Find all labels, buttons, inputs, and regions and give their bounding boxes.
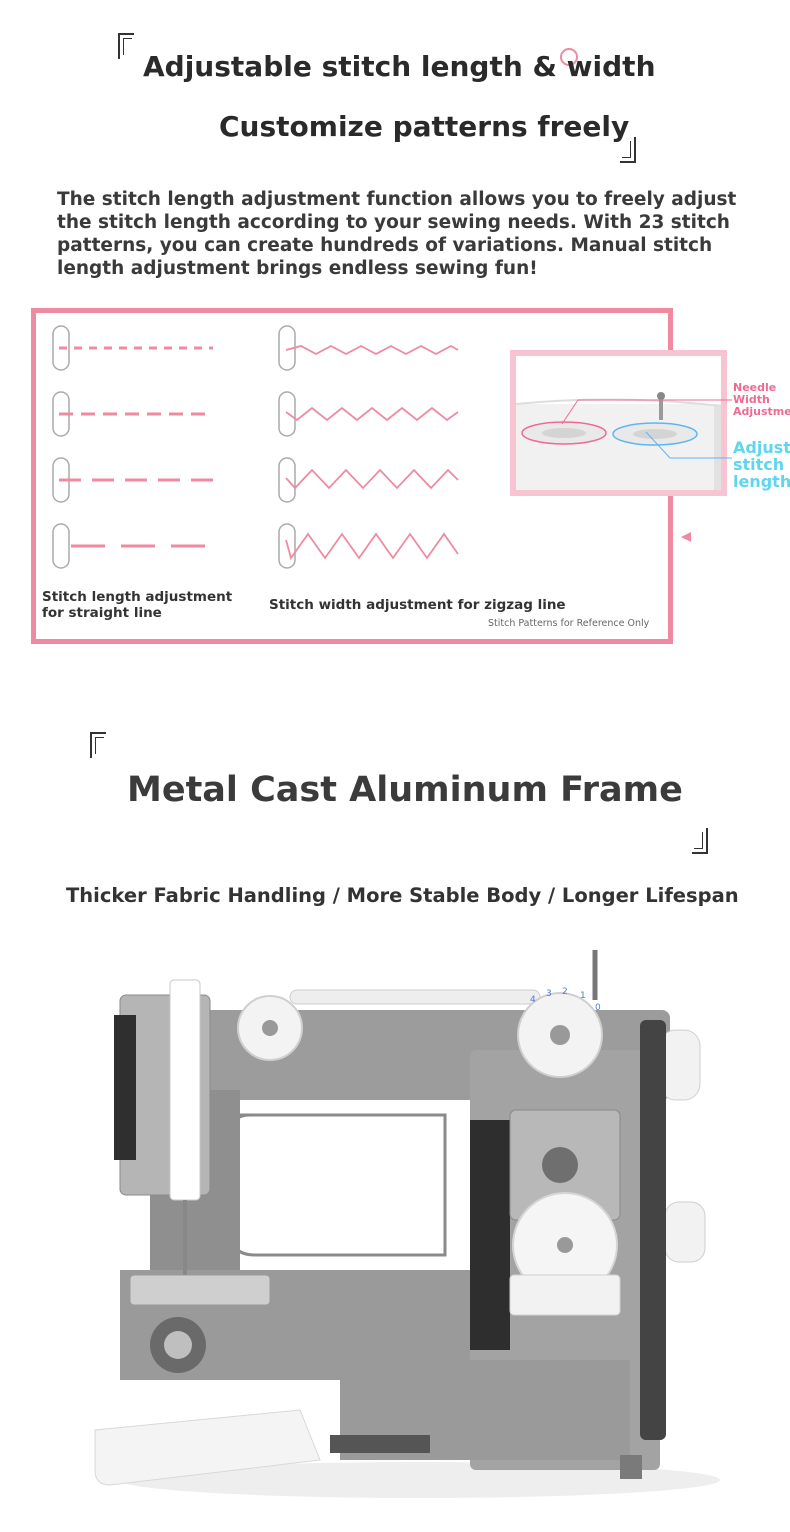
label-line: Needle xyxy=(733,381,777,394)
intro-line: the stitch length according to your sewi… xyxy=(57,212,730,233)
open-corner-bracket-icon xyxy=(118,33,134,59)
intro-paragraph: The stitch length adjustment function al… xyxy=(57,188,747,280)
section1-heading-line2: Customize patterns freely xyxy=(219,110,630,143)
section1-heading-line1: Adjustable stitch length & width xyxy=(143,50,656,83)
open-corner-bracket-icon xyxy=(90,732,106,758)
pink-triangle-icon xyxy=(681,532,691,542)
sewing-machine-frame-image: 4 3 2 1 0 xyxy=(94,950,720,1498)
label-line: Adjustmen xyxy=(733,405,790,418)
stitch-marker-icon xyxy=(278,457,296,503)
label-line: length xyxy=(733,472,790,491)
stitch-patterns-graphic xyxy=(52,325,459,569)
stitch-marker-icon xyxy=(278,391,296,437)
close-corner-bracket-icon xyxy=(620,137,636,163)
stitch-marker-icon xyxy=(52,325,70,371)
close-corner-bracket-icon xyxy=(692,828,708,854)
section2-subheading: Thicker Fabric Handling / More Stable Bo… xyxy=(66,884,739,907)
intro-line: patterns, you can create hundreds of var… xyxy=(57,235,713,256)
dial-number: 2 xyxy=(562,987,568,997)
adjust-length-label: Adjust stitch length xyxy=(733,439,790,490)
reference-note: Stitch Patterns for Reference Only xyxy=(488,618,650,629)
dial-number: 1 xyxy=(580,991,586,1001)
dial-closeup-inset xyxy=(510,350,727,496)
caption-line: Stitch length adjustment xyxy=(42,589,233,605)
stitch-marker-icon xyxy=(52,523,70,569)
intro-line: The stitch length adjustment function al… xyxy=(57,189,737,210)
inset-pointer-lines xyxy=(561,399,732,459)
section2-heading: Metal Cast Aluminum Frame xyxy=(127,770,683,810)
label-line: Width xyxy=(733,393,770,406)
label-line: stitch xyxy=(733,455,785,474)
straight-caption: Stitch length adjustment for straight li… xyxy=(42,589,232,621)
zigzag-caption: Stitch width adjustment for zigzag line xyxy=(269,597,566,613)
needle-width-label: Needle Width Adjustmen xyxy=(733,382,790,418)
zigzag-stitch-line xyxy=(285,406,459,422)
zigzag-stitch-line xyxy=(285,344,459,356)
dial-number: 4 xyxy=(530,995,536,1005)
dial-number: 0 xyxy=(595,1003,601,1013)
label-line: Adjust xyxy=(733,438,790,457)
stitch-marker-icon xyxy=(278,523,296,569)
zigzag-stitch-line xyxy=(285,532,459,561)
dial-number: 3 xyxy=(546,989,552,999)
zigzag-stitch-line xyxy=(285,468,459,490)
intro-line: length adjustment brings endless sewing … xyxy=(57,258,538,279)
pink-circle-icon xyxy=(560,48,578,66)
caption-line: for straight line xyxy=(42,605,162,621)
